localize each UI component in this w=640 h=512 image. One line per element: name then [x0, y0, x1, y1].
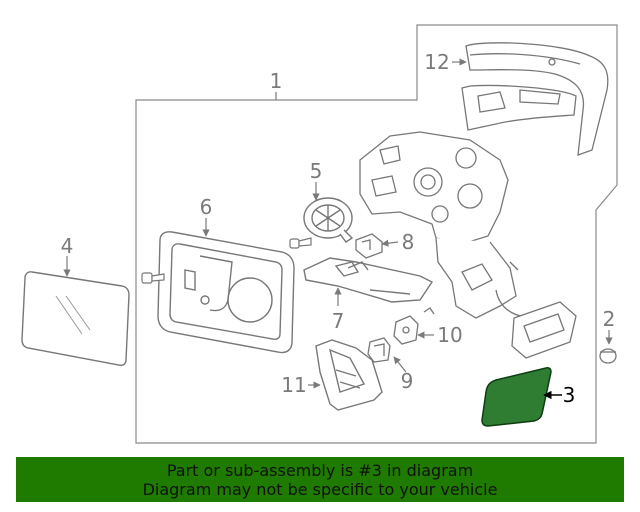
callout-8: 8: [402, 230, 415, 254]
callout-2: 2: [603, 307, 616, 331]
part-7-bracket[interactable]: [303, 257, 434, 303]
harness-connector[interactable]: [511, 301, 577, 359]
screw-left[interactable]: [141, 272, 165, 284]
part-6-mirror-frame[interactable]: [157, 231, 295, 354]
part-10-clip[interactable]: [393, 307, 435, 345]
callout-9: 9: [401, 369, 414, 393]
part-5-motor[interactable]: [303, 197, 354, 243]
parts-diagram: 1 2 3 4 5 6 7 8 9 10 11 12: [21, 24, 618, 444]
part-9-connector[interactable]: [367, 337, 391, 363]
callout-10: 10: [437, 323, 462, 347]
callout-1: 1: [270, 69, 283, 93]
screw-center[interactable]: [289, 237, 312, 249]
part-11-lamp-cover[interactable]: [315, 339, 383, 411]
part-8-connector[interactable]: [355, 233, 383, 259]
mirror-base-mechanism[interactable]: [359, 131, 541, 319]
part-3-highlighted-glass[interactable]: [481, 367, 552, 427]
part-12-mirror-cap[interactable]: [461, 42, 609, 156]
callout-7: 7: [332, 309, 345, 333]
info-banner: Part or sub-assembly is #3 in diagram Di…: [16, 457, 624, 502]
banner-line-1: Part or sub-assembly is #3 in diagram: [166, 460, 474, 480]
callout-3: 3: [563, 383, 576, 407]
assembly-outline: [135, 24, 618, 444]
callout-11: 11: [281, 373, 306, 397]
callout-leaders: [63, 58, 613, 389]
part-4-mirror-glass[interactable]: [21, 271, 130, 366]
callout-6: 6: [200, 195, 213, 219]
callout-12: 12: [424, 50, 449, 74]
part-2-grommet[interactable]: [599, 348, 617, 364]
callout-5: 5: [310, 159, 323, 183]
callout-4: 4: [61, 234, 74, 258]
banner-line-2: Diagram may not be specific to your vehi…: [142, 479, 498, 499]
